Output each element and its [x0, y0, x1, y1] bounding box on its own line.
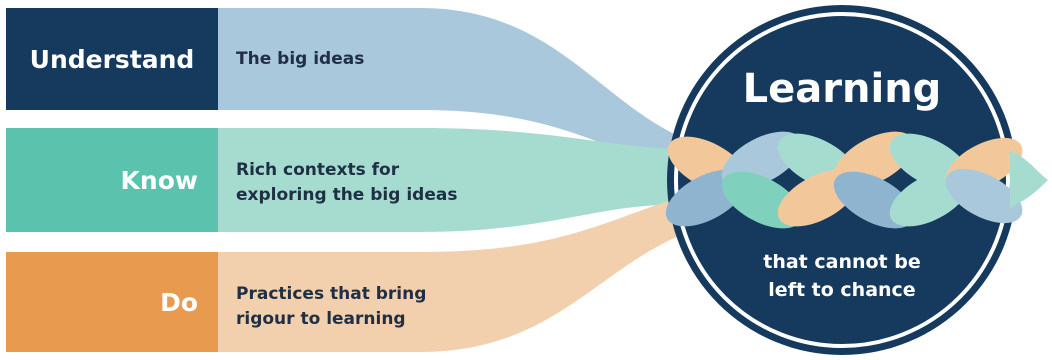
do-label: Do [160, 287, 198, 317]
do-description: Practices that bring rigour to learning [236, 284, 427, 329]
teal-band-stream [218, 128, 700, 232]
know-description: Rich contexts for exploring the big idea… [236, 160, 458, 205]
understand-description: The big ideas [236, 49, 365, 69]
braid-strand [945, 168, 1023, 224]
circle-title: Learning [742, 66, 942, 112]
orange-band-stream [218, 190, 700, 352]
learning-circle-ring [674, 12, 1010, 348]
know-label: Know [120, 165, 198, 195]
blue-band-stream [218, 8, 700, 178]
know-label-box: Know [6, 128, 218, 232]
do-label-box: Do [6, 252, 218, 352]
understand-label-box: Understand [6, 8, 218, 110]
braid-tail [1010, 150, 1048, 208]
circle-subtitle: that cannot be left to chance [763, 251, 921, 301]
understand-label: Understand [29, 44, 195, 74]
braid [665, 131, 1048, 229]
